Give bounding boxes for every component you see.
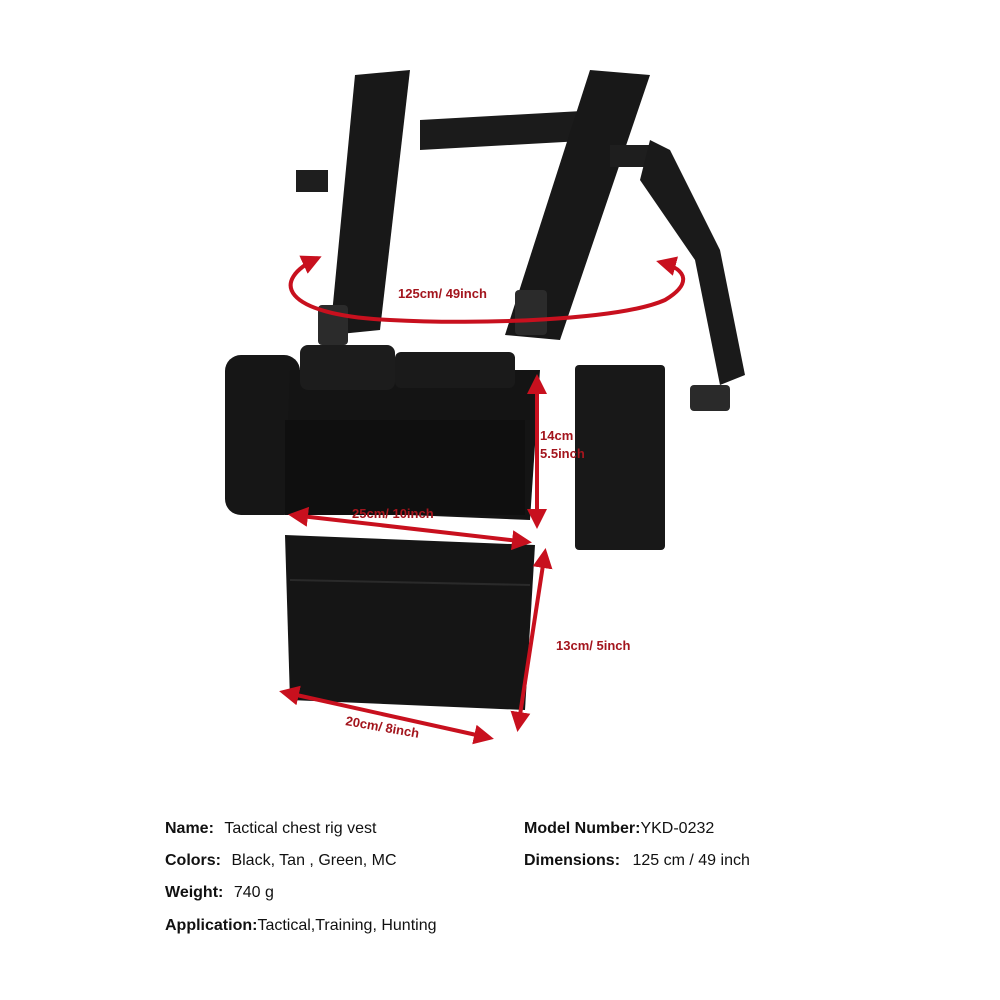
lower-pouch bbox=[285, 535, 535, 710]
spec-application-value: Tactical,Training, Hunting bbox=[257, 917, 437, 934]
velcro-panel bbox=[285, 420, 525, 515]
spec-dimensions: Dimensions: 125 cm / 49 inch bbox=[524, 852, 750, 870]
strap-length-arrow bbox=[288, 255, 686, 324]
spec-colors-label: Colors: bbox=[165, 852, 221, 869]
spec-colors: Colors: Black, Tan , Green, MC bbox=[165, 852, 397, 870]
right-strap-tab bbox=[610, 145, 655, 167]
panel-width-label: 25cm/ 10inch bbox=[352, 506, 434, 521]
spec-weight: Weight: 740 g bbox=[165, 884, 274, 902]
spec-dimensions-value: 125 cm / 49 inch bbox=[632, 852, 750, 869]
pouch-height-label: 13cm/ 5inch bbox=[556, 638, 630, 653]
right-radio-pouch bbox=[575, 365, 665, 550]
spec-model-number-label: Model Number: bbox=[524, 820, 641, 837]
spec-weight-value: 740 g bbox=[233, 884, 274, 901]
top-pouch bbox=[300, 345, 395, 390]
panel-width-arrow bbox=[288, 506, 532, 551]
spec-name-label: Name: bbox=[165, 820, 214, 837]
spec-name-value: Tactical chest rig vest bbox=[224, 820, 377, 837]
spec-colors-value: Black, Tan , Green, MC bbox=[231, 852, 397, 869]
chest-rig-drawing bbox=[225, 70, 745, 710]
back-strap bbox=[420, 110, 600, 150]
spec-weight-label: Weight: bbox=[165, 884, 224, 901]
pouch-width-arrow bbox=[279, 685, 494, 745]
spec-model-number-value: YKD-0232 bbox=[640, 820, 715, 837]
left-side-pouch bbox=[225, 355, 300, 515]
panel-height-label-cm: 14cm bbox=[540, 428, 573, 443]
spec-name: Name: Tactical chest rig vest bbox=[165, 820, 376, 838]
pouch-height-arrow bbox=[510, 548, 553, 732]
right-buckle bbox=[515, 290, 547, 335]
side-buckle bbox=[690, 385, 730, 411]
left-strap-tab bbox=[296, 170, 328, 192]
pouch-width-label: 20cm/ 8inch bbox=[344, 713, 420, 741]
side-strap bbox=[640, 140, 745, 385]
strap-length-label: 125cm/ 49inch bbox=[398, 286, 487, 301]
top-pouch-2 bbox=[395, 352, 515, 388]
spec-model-number: Model Number:YKD-0232 bbox=[524, 820, 714, 838]
product-photo: 125cm/ 49inch 14cm 5.5inch 25cm/ 10inch … bbox=[225, 70, 745, 745]
spec-dimensions-label: Dimensions: bbox=[524, 852, 621, 869]
spec-application: Application:Tactical,Training, Hunting bbox=[165, 917, 436, 935]
panel-height-label-inch: 5.5inch bbox=[540, 446, 585, 461]
spec-application-label: Application: bbox=[165, 917, 258, 934]
